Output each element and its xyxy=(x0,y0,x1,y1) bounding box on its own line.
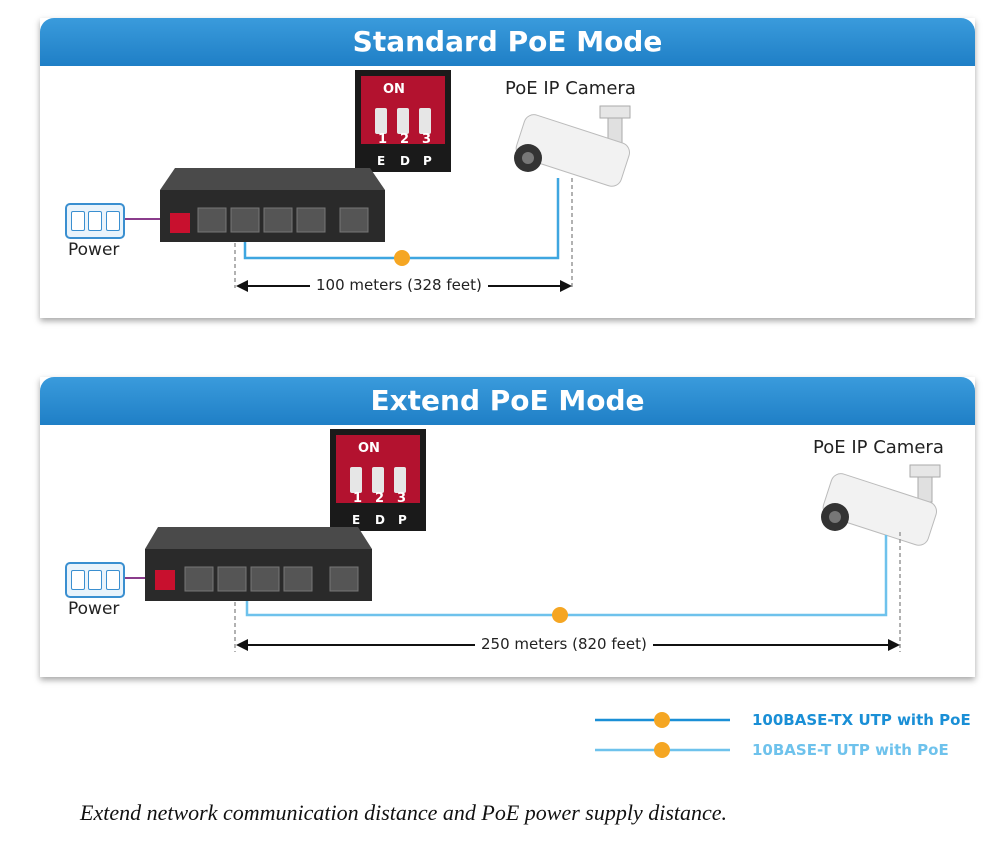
panel-header xyxy=(40,377,975,425)
dip-number: 2 xyxy=(400,132,410,147)
dip-letter: P xyxy=(423,154,432,168)
extend-diagram-graphics xyxy=(125,464,941,652)
dip-number: 3 xyxy=(397,491,407,506)
dip-number: 1 xyxy=(353,491,363,506)
dip-letter: P xyxy=(398,513,407,527)
ip-camera-icon xyxy=(821,464,941,546)
standard-diagram-graphics xyxy=(125,105,631,292)
power-label: Power xyxy=(68,240,120,260)
camera-label: PoE IP Camera xyxy=(813,437,944,458)
distance-label: 250 meters (820 feet) xyxy=(475,635,653,653)
extend-mode-panel: Extend PoE Mode Power ON 1 2 3 E D P PoE… xyxy=(40,377,975,677)
dip-switch-closeup: ON 1 2 3 E D P xyxy=(330,429,426,531)
panel-title: Standard PoE Mode xyxy=(352,25,663,58)
camera-label: PoE IP Camera xyxy=(505,78,636,99)
panel-header xyxy=(40,18,975,66)
standard-mode-panel: Standard PoE Mode Power ON 1 2 3 E D P P… xyxy=(40,18,975,318)
poe-badge xyxy=(552,607,568,623)
dip-on-label: ON xyxy=(358,441,380,456)
poe-badge xyxy=(654,712,670,728)
power-label: Power xyxy=(68,599,120,619)
dip-number: 2 xyxy=(375,491,385,506)
dip-letter: D xyxy=(400,154,410,168)
caption: Extend network communication distance an… xyxy=(80,800,728,825)
poe-badge xyxy=(394,250,410,266)
power-outlet-icon xyxy=(65,562,125,598)
dip-switch-closeup: ON 1 2 3 E D P xyxy=(355,70,451,172)
poe-switch-icon xyxy=(145,527,372,601)
dip-letter: D xyxy=(375,513,385,527)
poe-badge xyxy=(654,742,670,758)
power-outlet-icon xyxy=(65,203,125,239)
legend-label-10base: 10BASE-T UTP with PoE xyxy=(752,741,949,759)
legend-lines xyxy=(595,712,730,758)
distance-label: 100 meters (328 feet) xyxy=(310,276,488,294)
panel-title: Extend PoE Mode xyxy=(370,384,645,417)
dip-on-label: ON xyxy=(383,82,405,97)
legend-label-100base: 100BASE-TX UTP with PoE xyxy=(752,711,971,729)
dip-number: 1 xyxy=(378,132,388,147)
ip-camera-icon xyxy=(514,105,631,187)
dip-letter: E xyxy=(377,154,386,168)
dip-number: 3 xyxy=(422,132,432,147)
dip-letter: E xyxy=(352,513,361,527)
poe-switch-icon xyxy=(160,168,385,242)
